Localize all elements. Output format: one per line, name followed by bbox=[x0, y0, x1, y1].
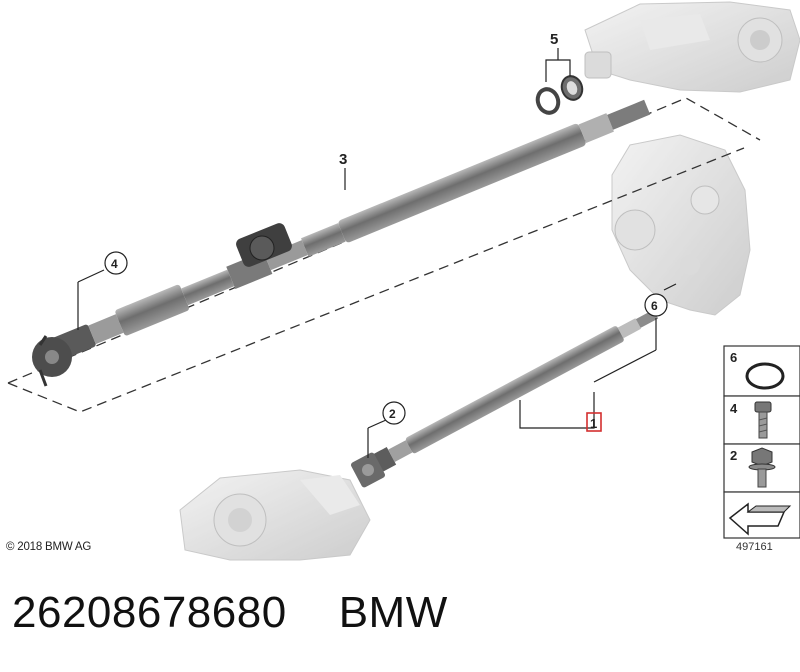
drawing-number: 497161 bbox=[736, 541, 773, 553]
copyright-notice: © 2018 BMW AG bbox=[6, 541, 92, 553]
svg-text:4: 4 bbox=[730, 401, 738, 416]
small-parts-legend: 6 4 2 bbox=[723, 345, 800, 539]
part-number: 26208678680 bbox=[12, 588, 287, 637]
front-differential bbox=[179, 469, 371, 561]
svg-text:6: 6 bbox=[651, 299, 658, 313]
front-universal-joint bbox=[351, 452, 385, 488]
brand-name: BMW bbox=[338, 588, 448, 637]
svg-text:2: 2 bbox=[389, 407, 396, 421]
seal-ring-parts bbox=[535, 75, 584, 115]
callout-5[interactable]: 5 bbox=[550, 31, 558, 48]
center-bearing bbox=[236, 223, 292, 267]
callout-6[interactable]: 6 bbox=[644, 293, 668, 317]
svg-text:3: 3 bbox=[339, 151, 347, 168]
legend-row-2[interactable]: 2 bbox=[730, 447, 776, 488]
rear-differential bbox=[584, 1, 800, 93]
o-ring-icon bbox=[745, 362, 785, 390]
front-propeller-shaft bbox=[351, 309, 659, 488]
svg-text:4: 4 bbox=[111, 257, 118, 271]
part-footer: 26208678680 BMW bbox=[12, 588, 448, 638]
rear-shaft-frame bbox=[7, 97, 761, 384]
svg-text:5: 5 bbox=[550, 31, 558, 48]
legend-row-4[interactable]: 4 bbox=[730, 401, 772, 439]
flex-disc bbox=[32, 335, 72, 387]
flange-bolt-icon bbox=[748, 447, 776, 488]
legend-row-6[interactable]: 6 bbox=[730, 350, 785, 390]
svg-text:2: 2 bbox=[730, 448, 737, 463]
callout-1-highlighted[interactable]: 1 bbox=[586, 412, 602, 432]
svg-text:6: 6 bbox=[730, 350, 737, 365]
callout-3[interactable]: 3 bbox=[339, 151, 347, 168]
leader-lines bbox=[77, 48, 677, 458]
legend-row-direction bbox=[728, 502, 792, 536]
callout-2[interactable]: 2 bbox=[382, 401, 406, 425]
transfer-case bbox=[611, 134, 751, 316]
bolt-icon bbox=[754, 401, 772, 439]
rear-propeller-shaft bbox=[32, 99, 651, 387]
svg-text:1: 1 bbox=[590, 416, 597, 431]
rear-shaft-frame-lower bbox=[7, 147, 745, 413]
direction-arrow-icon bbox=[728, 502, 792, 536]
callout-4[interactable]: 4 bbox=[104, 251, 128, 275]
